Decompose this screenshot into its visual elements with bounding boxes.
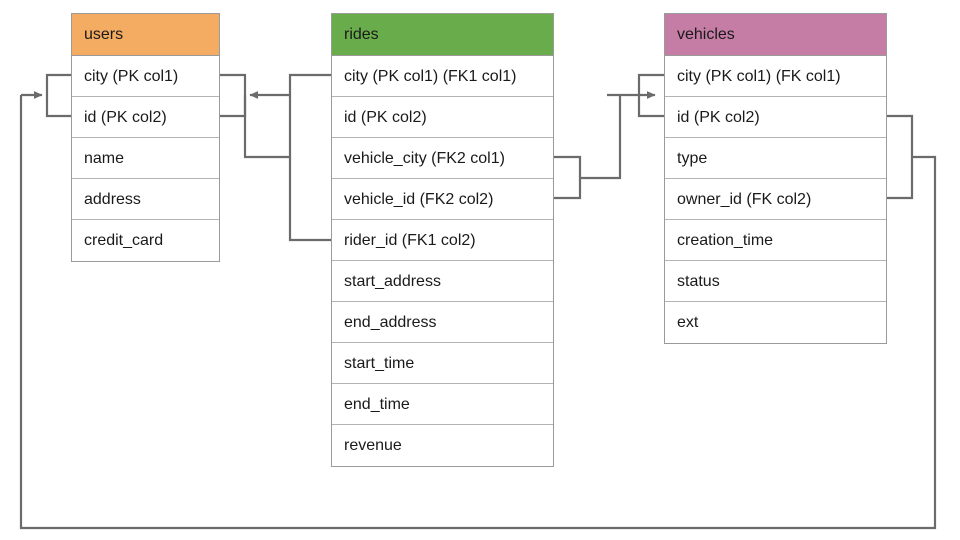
table-vehicles-field-city: city (PK col1) (FK col1)	[665, 56, 886, 97]
table-vehicles-field-ext: ext	[665, 302, 886, 343]
table-vehicles-field-owner-id: owner_id (FK col2)	[665, 179, 886, 220]
table-rides-field-city: city (PK col1) (FK1 col1)	[332, 56, 553, 97]
table-vehicles-field-type: type	[665, 138, 886, 179]
table-rides-field-start-address: start_address	[332, 261, 553, 302]
connector-rides-city-bracket	[288, 73, 331, 157]
table-users-field-city: city (PK col1)	[72, 56, 219, 97]
table-users-field-name: name	[72, 138, 219, 179]
table-vehicles-field-id: id (PK col2)	[665, 97, 886, 138]
table-rides-field-id: id (PK col2)	[332, 97, 553, 138]
table-rides[interactable]: rides city (PK col1) (FK1 col1) id (PK c…	[331, 13, 554, 467]
connector-vehicles-left-bracket	[637, 73, 664, 118]
table-rides-field-vehicle-id: vehicle_id (FK2 col2)	[332, 179, 553, 220]
connector-vehicles-right-bracket	[887, 114, 914, 200]
table-rides-header: rides	[332, 14, 553, 56]
table-rides-field-start-time: start_time	[332, 343, 553, 384]
table-vehicles-field-creation-time: creation_time	[665, 220, 886, 261]
connector-rides-vehiclecity-bracket	[554, 155, 582, 200]
connector-rides-to-users-link	[243, 95, 290, 159]
table-vehicles-header: vehicles	[665, 14, 886, 56]
connector-rides-to-vehicles-link	[580, 95, 622, 180]
table-users-header: users	[72, 14, 219, 56]
table-vehicles-field-status: status	[665, 261, 886, 302]
table-rides-field-revenue: revenue	[332, 425, 553, 466]
connector-rides-riderid-bracket	[288, 157, 331, 242]
connector-users-right-bracket	[220, 73, 247, 118]
connector-users-left-bracket	[45, 73, 71, 118]
table-rides-field-end-address: end_address	[332, 302, 553, 343]
table-vehicles[interactable]: vehicles city (PK col1) (FK col1) id (PK…	[664, 13, 887, 344]
table-rides-field-end-time: end_time	[332, 384, 553, 425]
table-users-field-address: address	[72, 179, 219, 220]
table-users-field-credit-card: credit_card	[72, 220, 219, 261]
table-users[interactable]: users city (PK col1) id (PK col2) name a…	[71, 13, 220, 262]
table-rides-field-vehicle-city: vehicle_city (FK2 col1)	[332, 138, 553, 179]
table-users-field-id: id (PK col2)	[72, 97, 219, 138]
table-rides-field-rider-id: rider_id (FK1 col2)	[332, 220, 553, 261]
